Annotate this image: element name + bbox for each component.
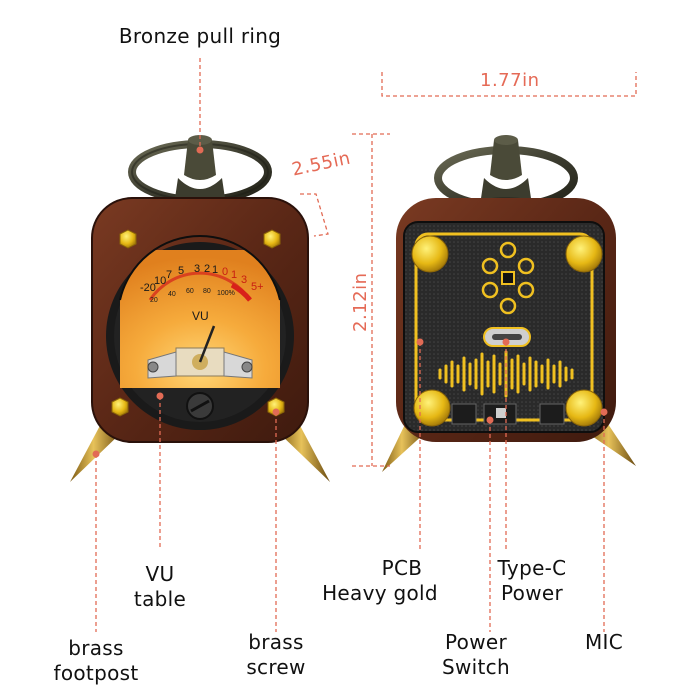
scale-db-m20: -20 (140, 282, 156, 294)
label-vu-table-line2: table (133, 587, 187, 611)
label-brass-screw-line2: screw (246, 655, 306, 679)
leader-lines (95, 58, 605, 632)
scale-db-3: 3 (194, 263, 200, 275)
scale-db-10: 10 (154, 275, 166, 287)
scale-db-5: 5 (178, 265, 184, 277)
scale-pct-100: 100% (217, 290, 235, 297)
label-brass-footpost: brass footpost (44, 636, 148, 686)
vu-meter-scale: -20 10 7 5 3 2 1 0 1 3 5+ 20 40 60 80 10… (140, 263, 264, 323)
scale-db-p1: 1 (231, 269, 237, 281)
pcb-corner-pads (411, 235, 603, 427)
label-type-c-line1: Type-C (497, 556, 567, 580)
dimension-lines (300, 72, 637, 467)
label-pcb-line2: Heavy gold (322, 581, 438, 605)
label-type-c-line2: Power (501, 581, 563, 605)
label-pcb-heavy-gold: PCB Heavy gold (316, 556, 444, 606)
dimension-width: 1.77in (480, 70, 540, 91)
label-vu-table: VU table (120, 562, 200, 612)
scale-pct-40: 40 (168, 291, 176, 298)
meter-unit-vu: VU (192, 309, 209, 323)
label-power-switch: Power Switch (434, 630, 518, 680)
label-pcb-line1: PCB (381, 556, 423, 580)
scale-pct-80: 80 (203, 288, 211, 295)
leader-dots (92, 146, 608, 458)
scale-db-1: 1 (212, 264, 218, 276)
scale-db-0: 0 (222, 266, 228, 278)
scale-db-p3: 3 (241, 274, 247, 286)
label-brass-screw-line1: brass (248, 630, 304, 654)
scale-pct-20: 20 (150, 297, 158, 304)
switch-and-connectors (451, 403, 565, 425)
label-power-switch-line1: Power (445, 630, 507, 654)
sound-waveform (438, 350, 574, 398)
scale-db-2: 2 (204, 263, 210, 275)
scale-db-7: 7 (166, 269, 172, 281)
label-brass-footpost-line1: brass (68, 636, 124, 660)
scale-pct-60: 60 (186, 288, 194, 295)
label-brass-screw: brass screw (236, 630, 316, 680)
right-device-back (382, 135, 636, 472)
left-device-front (70, 135, 330, 482)
label-power-switch-line2: Switch (442, 655, 510, 679)
button-pads (481, 241, 535, 315)
label-brass-footpost-line2: footpost (53, 661, 139, 685)
vu-meter-face (120, 250, 280, 388)
label-vu-table-line1: VU (145, 562, 175, 586)
center-chip (501, 271, 515, 285)
label-bronze-pull-ring: Bronze pull ring (118, 24, 282, 48)
label-type-c-power: Type-C Power (486, 556, 578, 606)
scale-db-p5: 5+ (251, 281, 264, 293)
corner-screws (111, 229, 285, 417)
label-mic: MIC (584, 630, 624, 654)
dimension-height: 2.12in (350, 272, 371, 333)
